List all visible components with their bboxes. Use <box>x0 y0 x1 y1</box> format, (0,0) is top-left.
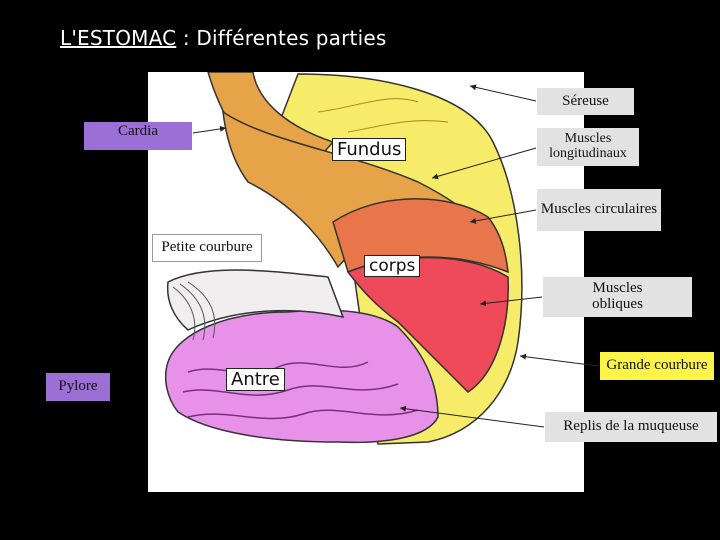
serosa-vessel <box>317 98 449 133</box>
label-muscles-longitudinaux: Muscles longitudinaux <box>537 128 639 166</box>
page-title: L'ESTOMAC : Différentes parties <box>60 26 386 50</box>
duodenum-folds <box>172 281 216 341</box>
label-fundus: Fundus <box>332 138 407 161</box>
label-pylore: Pylore <box>46 373 110 401</box>
title-rest: : Différentes parties <box>176 26 387 50</box>
label-cardia: Cardia <box>84 122 192 150</box>
mucosa-layer <box>165 309 439 444</box>
oblique-muscle-layer <box>346 256 509 393</box>
label-muscles-obliques: Muscles obliques <box>543 277 692 317</box>
label-corps: corps <box>364 255 421 277</box>
label-petite-courbure: Petite courbure <box>152 234 262 262</box>
stomach-drawing <box>165 72 523 445</box>
mucosa-folds <box>182 361 419 420</box>
label-muscles-circulaires: Muscles circulaires <box>537 189 661 231</box>
label-grande-courbure: Grande courbure <box>600 352 714 380</box>
stomach-illustration <box>148 72 584 492</box>
label-sereuse: Séreuse <box>537 88 634 115</box>
label-antre: Antre <box>226 368 285 391</box>
label-replis-muqueuse: Replis de la muqueuse <box>545 412 717 442</box>
lesser-curvature <box>166 269 345 331</box>
title-underlined: L'ESTOMAC <box>60 26 177 50</box>
